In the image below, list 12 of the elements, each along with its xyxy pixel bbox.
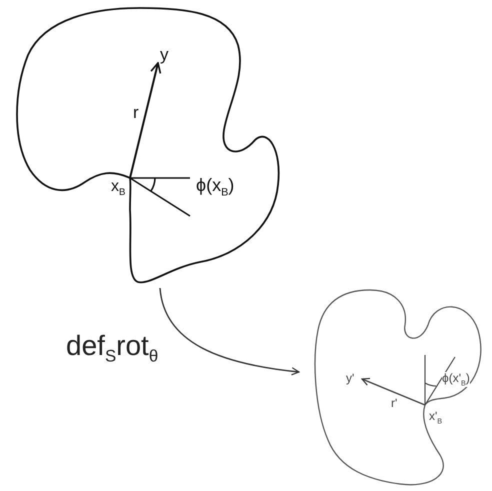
math-label: x'$_{B}$ — [429, 410, 442, 425]
arrow — [159, 288, 300, 376]
blob-outline — [16, 7, 280, 284]
edge-label: def$_{S}$rot$_{θ}$ — [66, 332, 158, 366]
math-label: ϕ(x'$_{B}$) — [442, 372, 470, 387]
blob-outline — [314, 289, 482, 486]
math-label: y' — [346, 372, 354, 384]
math-label: y — [160, 46, 168, 63]
math-label: r' — [391, 397, 398, 409]
math-label: ϕ(x$_{B}$) — [196, 176, 234, 198]
math-label: r — [133, 104, 139, 121]
math-label: x$_{B}$ — [111, 179, 126, 198]
